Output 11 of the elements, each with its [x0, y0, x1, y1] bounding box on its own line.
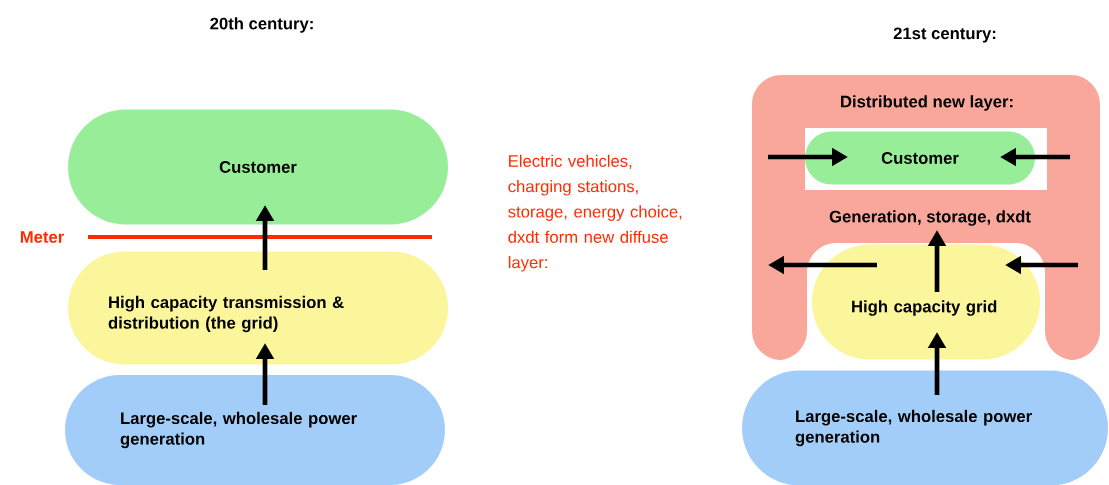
band-label: Generation, storage, dxdt	[829, 210, 1031, 226]
customer-box: Customer	[68, 109, 448, 225]
band-heading: Distributed new layer:	[841, 95, 1013, 111]
heading: 20th century:	[210, 17, 313, 33]
customer-box: Customer	[805, 131, 1035, 185]
meter-label: Meter	[20, 231, 64, 243]
note: Electric vehicles, charging stations, storage, energy choice, dxdt form new diffuse layer:	[508, 154, 682, 272]
heading: 21st century:	[893, 27, 996, 43]
generation-box: Large-scale, wholesale power generation	[742, 370, 1108, 485]
generation-box: Large-scale, wholesale power generation	[65, 375, 445, 485]
grid-box: High capacity transmission & distribution (the grid)	[68, 251, 448, 365]
